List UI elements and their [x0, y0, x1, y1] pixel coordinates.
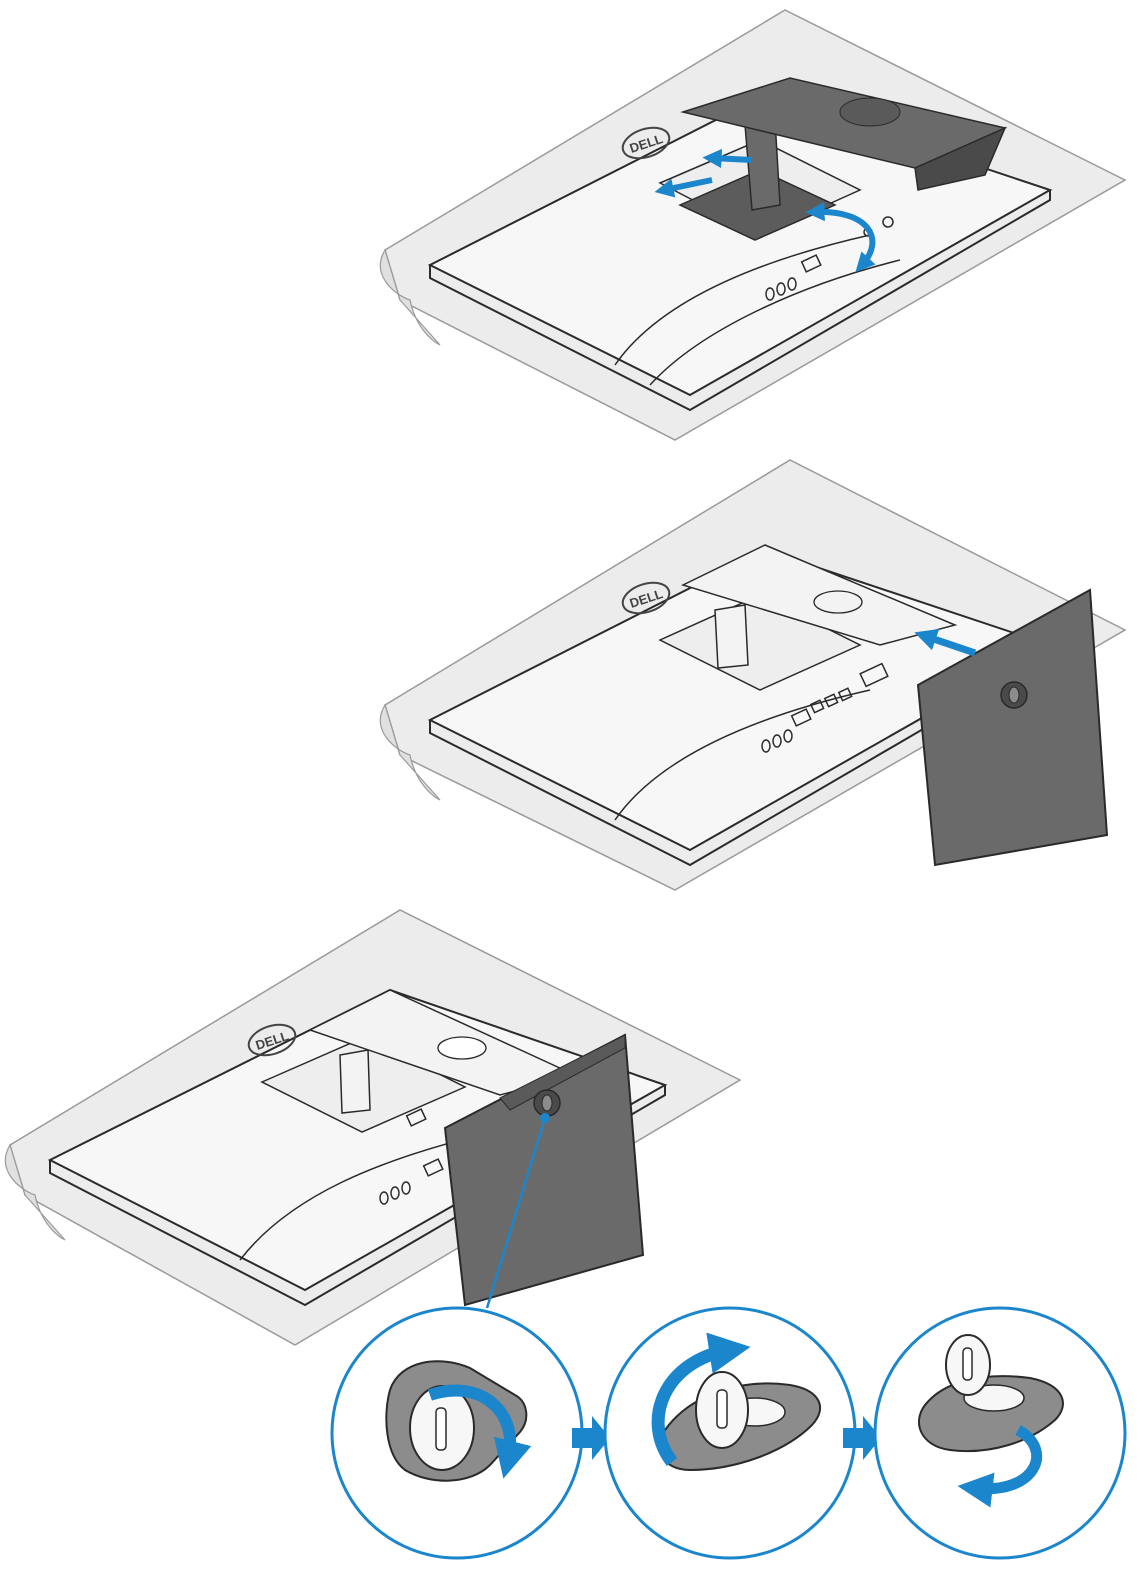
step-1-figure: DELL [379, 9, 1127, 441]
step-2-figure: DELL [379, 459, 1127, 891]
stand-top-recess [839, 97, 901, 127]
stand-riser-front [914, 126, 1007, 191]
mat-fold-curl [4, 1143, 66, 1241]
port-icons [379, 1108, 444, 1205]
callout-3 [873, 1306, 1127, 1560]
back-curve-line [239, 1134, 481, 1261]
stand-riser-neck [714, 604, 749, 669]
callout-leader-line [485, 1117, 547, 1309]
step-arrow-1-icon [572, 1416, 610, 1460]
slide-arrows [654, 148, 876, 273]
arrow-slide-base [914, 629, 977, 657]
back-curve-line [614, 689, 871, 821]
callout-1 [330, 1306, 584, 1560]
stand-base-top-edge [499, 1034, 626, 1111]
port-icons [761, 662, 889, 753]
step-3-figure: DELL [4, 909, 742, 1346]
arrow-slide-1 [702, 148, 753, 169]
callout-2 [603, 1306, 857, 1560]
mat-fold-curl [379, 703, 441, 801]
computer-edge [49, 1085, 666, 1307]
rotate-arc-arrow-icon [651, 1332, 751, 1466]
screw-handle-icon [385, 1360, 528, 1482]
stand-base-plate [916, 588, 1109, 867]
captive-screw [533, 1089, 561, 1117]
rotate-back-arrow-icon [957, 1425, 1042, 1508]
arrow-slide-2 [654, 177, 713, 198]
captive-screw [1000, 681, 1028, 709]
callout-anchor-dot [540, 1113, 550, 1123]
stand-top-recess [813, 590, 863, 614]
stand-top-recess [437, 1036, 487, 1060]
step-arrow-2-icon [843, 1416, 881, 1460]
stand-riser-neck [339, 1049, 371, 1114]
rotate-down-arrow-icon [428, 1384, 532, 1479]
arrow-rotate-down [805, 202, 876, 273]
mat-fold-curl [379, 248, 441, 346]
computer-edge [429, 190, 1051, 412]
screw-flat-icon [658, 1371, 822, 1472]
